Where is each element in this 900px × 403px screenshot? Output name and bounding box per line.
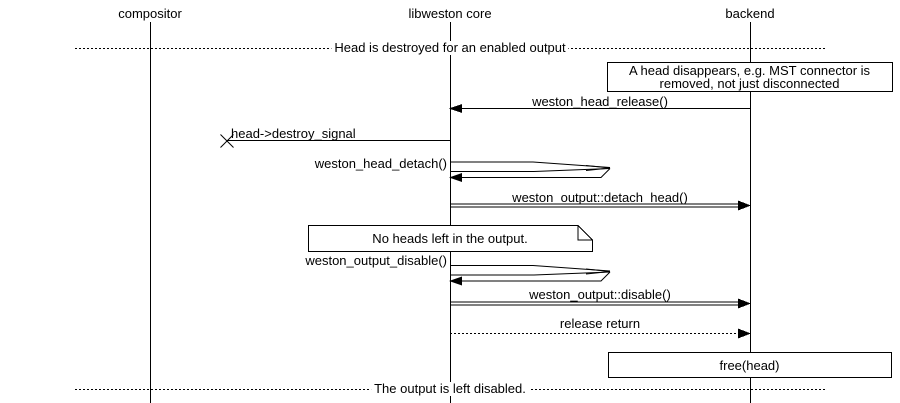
arrow-weston-head-release-head (449, 104, 462, 113)
self-call-detach-arrowhead (449, 173, 462, 182)
action-box-label: free(head) (719, 357, 780, 373)
detach-head-arrowhead (738, 200, 751, 211)
message-label-weston-output-disable-call: weston_output::disable() (529, 287, 671, 302)
comment-box-line-1: A head disappears, e.g. MST connector is (628, 62, 871, 78)
action-box (608, 352, 892, 378)
participant-label-backend: backend (725, 6, 775, 21)
self-call-detach-return-line (455, 168, 611, 178)
disable-arrowhead (738, 298, 751, 309)
divider-label-bottom: The output is left disabled. (371, 382, 529, 396)
arrow-weston-output-disable-call (450, 298, 751, 309)
self-call-detach-open-tip (585, 165, 611, 171)
lost-message-head-destroy-signal (220, 134, 450, 148)
divider-label-top: Head is destroyed for an enabled output (331, 41, 569, 55)
participant-label-compositor: compositor (118, 6, 182, 21)
self-call-weston-head-detach (449, 161, 611, 182)
message-label-weston-head-detach: weston_head_detach() (314, 156, 447, 171)
arrow-weston-head-release (449, 104, 751, 113)
self-call-weston-output-disable (449, 265, 611, 286)
note-box-body (308, 225, 593, 252)
message-label-weston-head-release: weston_head_release() (532, 94, 668, 109)
self-call-disable-bottom-edge (450, 271, 611, 276)
comment-box-line-2: removed, not just disconnected (659, 76, 840, 91)
arrow-release-return (450, 328, 751, 339)
self-call-detach-top-edge (450, 161, 611, 168)
self-call-detach-bottom-edge (450, 168, 611, 172)
note-box-fold (577, 225, 593, 241)
message-label-weston-output-detach-head: weston_output::detach_head() (512, 190, 688, 205)
arrow-weston-output-detach-head (450, 200, 751, 211)
self-call-disable-arrowhead (449, 276, 462, 286)
message-label-weston-output-disable: weston_output_disable() (305, 253, 447, 268)
participant-label-libweston-core: libweston core (408, 6, 492, 21)
message-label-head-destroy-signal: head->destroy_signal (231, 126, 356, 141)
self-call-disable-return-line (455, 271, 611, 282)
comment-box (607, 62, 893, 92)
lost-message-x-stroke-2 (220, 134, 234, 148)
comment-box-text: A head disappears, e.g. MST connector is… (608, 63, 891, 91)
note-label: No heads left in the output. (372, 231, 528, 246)
message-label-release-return: release return (559, 316, 641, 331)
self-call-disable-top-edge (450, 265, 611, 272)
note-box (308, 225, 593, 252)
self-call-disable-open-tip (585, 268, 611, 275)
release-return-arrowhead (738, 328, 751, 339)
